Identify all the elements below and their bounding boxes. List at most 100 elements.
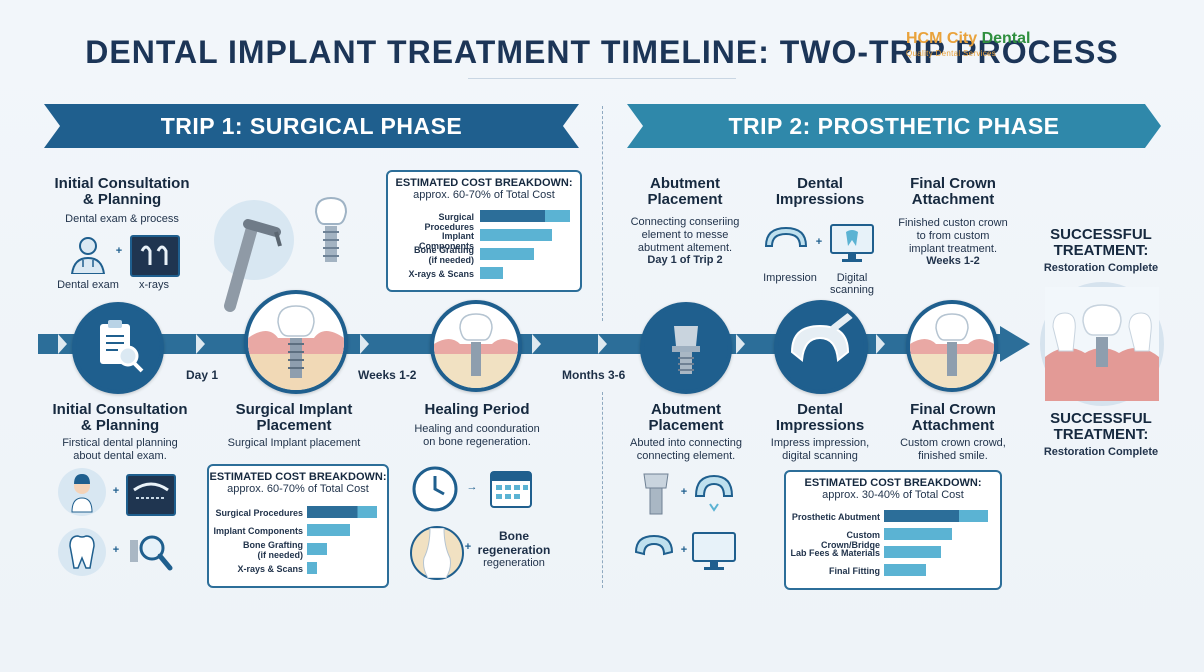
cost-mid-row: Implant Components <box>213 526 304 536</box>
cost-mid-row: Bone Grafting (if needed) <box>243 540 303 560</box>
chevron-icon <box>532 334 541 354</box>
cost-bar <box>307 562 317 574</box>
surgical-title-bottom: Surgical Implant Placement <box>235 401 353 434</box>
xray-icon <box>126 474 176 516</box>
cost-bar <box>884 546 941 558</box>
timeline-label-weeks: Weeks 1-2 <box>358 368 417 382</box>
plus-sign: + <box>112 544 120 556</box>
brand-name-b: Dental <box>981 30 1031 47</box>
healing-title-bottom: Healing Period <box>424 401 530 418</box>
calendar-icon <box>488 466 534 510</box>
abutment-icon <box>634 470 678 518</box>
monitor-icon <box>690 530 738 572</box>
abutment-when-top: Day 1 of Trip 2 <box>647 254 723 266</box>
brand-logo: HCM City Dental Quality Dental Services <box>906 30 1076 66</box>
crown-sub-top: Finished custon crown to from custom imp… <box>898 217 1008 255</box>
consult-title-bottom: Initial Consultation & Planning <box>52 401 188 434</box>
cost-bar <box>307 524 350 536</box>
monitor-icon <box>828 222 876 264</box>
trip-divider-bottom <box>602 392 603 588</box>
arrow-right-icon: → <box>466 481 478 493</box>
crown-node <box>906 300 998 392</box>
cost-right-row: Custom Crown/Bridge <box>820 530 880 550</box>
doctor-icon <box>66 234 110 275</box>
implant-icon <box>308 194 354 270</box>
crown-when-top: Weeks 1-2 <box>926 255 980 267</box>
bone-regeneration-sub: regeneration <box>483 557 545 569</box>
cost-mid-row: X-rays & Scans <box>237 564 303 574</box>
trip1-banner: TRIP 1: SURGICAL PHASE <box>44 104 579 148</box>
tooth-icon <box>910 313 994 388</box>
tooth-icon <box>434 313 518 388</box>
tray-icon <box>762 222 810 260</box>
tray-icon <box>692 470 736 516</box>
timeline-label-months: Months 3-6 <box>562 368 626 382</box>
trip2-banner: TRIP 2: PROSTHETIC PHASE <box>627 104 1161 148</box>
plus-sign: + <box>112 485 120 497</box>
dental-exam-label: Dental exam <box>57 279 119 291</box>
plus-sign: + <box>680 486 688 498</box>
brand-name-a: HCM City <box>906 30 978 47</box>
chevron-icon <box>876 334 885 354</box>
crown-sub-bottom: Custom crown crowd, finished smile. <box>900 437 1006 462</box>
impressions-title-top: Dental Impressions <box>775 175 865 208</box>
bone-regeneration-title: Bone regeneration <box>477 529 551 557</box>
clock-icon <box>410 464 460 514</box>
crown-title-top: Final Crown Attachment <box>910 175 996 208</box>
impressions-node <box>774 300 868 394</box>
surgical-sub-bottom: Surgical Implant placement <box>227 437 361 449</box>
cost-bar <box>307 506 377 518</box>
timeline-label-day1: Day 1 <box>186 368 219 382</box>
cost-right-title: ESTIMATED COST BREAKDOWN: <box>804 477 982 489</box>
scanning-label: Digital scanning <box>829 272 875 296</box>
cost-bar <box>480 229 552 241</box>
page-title: DENTAL IMPLANT TREATMENT TIMELINE: TWO-T… <box>85 34 1119 70</box>
cost-right-row: Lab Fees & Materials <box>790 548 880 558</box>
consult-node <box>72 302 164 394</box>
healing-node <box>430 300 522 392</box>
cost-mid-row: Surgical Procedures <box>215 508 303 518</box>
bone-icon <box>410 526 464 580</box>
trip-divider-top <box>602 106 603 321</box>
abutment-sub-bottom: Abuted into connecting connecting elemen… <box>630 437 742 462</box>
tooth-icon <box>1045 287 1159 401</box>
cost-bar <box>307 543 327 555</box>
cost-top-row: X-rays & Scans <box>408 269 474 279</box>
plus-sign: + <box>464 541 472 553</box>
xrays-label: x-rays <box>139 279 169 291</box>
cost-bar <box>480 248 534 260</box>
timeline-arrowhead <box>1000 326 1030 362</box>
cost-bar <box>884 510 988 522</box>
clipboard-icon <box>100 320 144 373</box>
impression-label: Impression <box>763 272 817 284</box>
chevron-icon <box>196 334 205 354</box>
success-title-top: SUCCESSFUL TREATMENT: <box>1050 226 1152 259</box>
cost-bar <box>480 267 503 279</box>
consult-sub-top: Dental exam & process <box>65 213 179 225</box>
doctor-icon <box>58 468 106 516</box>
cost-top-title: ESTIMATED COST BREAKDOWN: <box>395 177 573 189</box>
cost-breakdown-middle: ESTIMATED COST BREAKDOWN: approx. 60-70%… <box>207 464 389 588</box>
abutment-sub-top: Connecting conseriing element to messe a… <box>630 216 740 254</box>
chevron-icon <box>736 334 745 354</box>
surgical-node <box>244 290 348 394</box>
cost-bar <box>884 528 952 540</box>
cost-breakdown-right: ESTIMATED COST BREAKDOWN: approx. 30-40%… <box>784 470 1002 590</box>
tray-icon <box>790 310 856 362</box>
plus-sign: + <box>680 544 688 556</box>
chevron-icon <box>360 334 369 354</box>
title-divider <box>468 78 736 79</box>
cost-mid-sub: approx. 60-70% of Total Cost <box>227 483 369 495</box>
tooth-icon <box>58 528 106 576</box>
implant-icon <box>248 305 344 390</box>
plus-sign: + <box>815 236 823 248</box>
healing-sub-bottom: Healing and coonduration on bone regener… <box>414 423 540 448</box>
chevron-icon <box>598 334 607 354</box>
cost-top-row: Surgical Procedures <box>424 212 474 232</box>
cost-breakdown-top: ESTIMATED COST BREAKDOWN: approx. 60-70%… <box>386 170 582 292</box>
success-title-bottom: SUCCESSFUL TREATMENT: <box>1050 410 1152 443</box>
cost-top-row: Implant Components <box>419 231 474 251</box>
impressions-title-bottom: Dental Impressions <box>775 401 865 434</box>
consult-sub-bottom: Firstical dental planning about dental e… <box>62 437 178 462</box>
abutment-node <box>640 302 732 394</box>
